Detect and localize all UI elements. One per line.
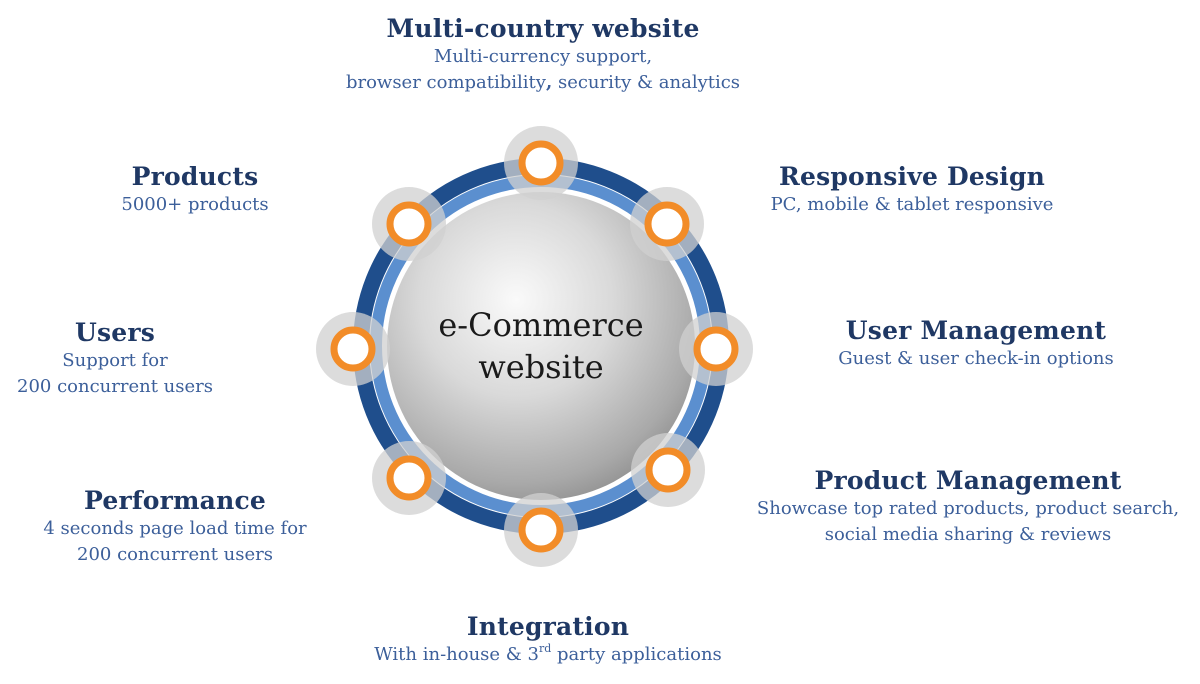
feature-desc-line: social media sharing & reviews [824, 524, 1112, 545]
feature-desc-line: 200 concurrent users [17, 376, 213, 397]
feature-desc-line: 200 concurrent users [77, 544, 273, 565]
feature-title: Multi-country website [386, 14, 700, 43]
feature-integration: Integration With in-house & 3rd party ap… [374, 612, 722, 668]
feature-desc-line: PC, mobile & tablet responsive [770, 194, 1054, 215]
center-label-line2: website [478, 348, 604, 386]
center-sphere [387, 192, 695, 500]
node-top [504, 126, 578, 200]
feature-responsive-design: Responsive Design PC, mobile & tablet re… [771, 162, 1054, 218]
feature-performance: Performance 4 seconds page load time for… [43, 486, 306, 568]
node-top-right [630, 187, 704, 261]
feature-title: User Management [845, 316, 1107, 345]
feature-title: Users [74, 318, 156, 347]
feature-title: Integration [466, 612, 630, 641]
feature-title: Performance [84, 486, 266, 515]
feature-products: Products 5000+ products [121, 162, 268, 218]
feature-desc-line: Showcase top rated products, product sea… [756, 498, 1180, 519]
feature-title: Product Management [814, 466, 1122, 495]
feature-users: Users Support for 200 concurrent users [17, 318, 213, 400]
node-left [316, 312, 390, 386]
node-top-left [372, 187, 446, 261]
feature-title: Products [131, 162, 259, 191]
node-right [679, 312, 753, 386]
feature-multi-country: Multi-country website Multi-currency sup… [346, 14, 740, 96]
feature-desc-line: With in-house & 3rd party applications [374, 642, 722, 665]
feature-user-management: User Management Guest & user check-in op… [838, 316, 1114, 372]
feature-desc-line: 5000+ products [121, 194, 269, 215]
node-bottom-left [372, 441, 446, 515]
feature-desc-line: 4 seconds page load time for [43, 518, 307, 539]
feature-title: Responsive Design [778, 162, 1046, 191]
feature-product-management: Product Management Showcase top rated pr… [757, 466, 1179, 548]
feature-desc-line: Support for [62, 350, 168, 371]
node-bottom [504, 493, 578, 567]
feature-desc-line: browser compatibility, security & analyt… [345, 72, 741, 93]
feature-desc-line: Multi-currency support, [433, 46, 653, 67]
node-bottom-right [631, 433, 705, 507]
center-label-line1: e-Commerce [438, 306, 644, 344]
center-label: e-Commerce website [438, 304, 643, 388]
feature-desc-line: Guest & user check-in options [838, 348, 1114, 369]
